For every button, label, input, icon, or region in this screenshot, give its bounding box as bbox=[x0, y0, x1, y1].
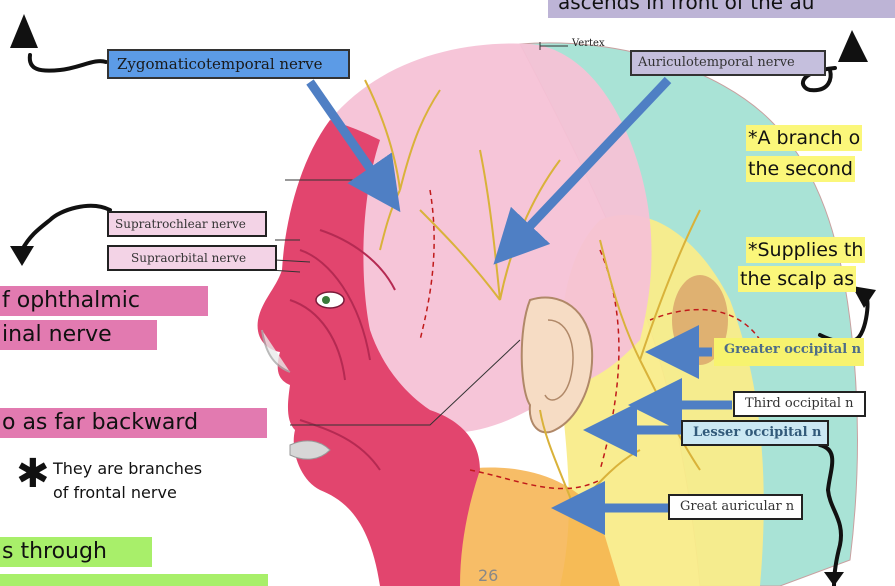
ophthalmic-note-line-1: f ophthalmic bbox=[0, 286, 208, 316]
curved-arrow-icon bbox=[30, 55, 106, 71]
vertex-label: Vertex bbox=[572, 38, 605, 49]
greater-occipital-label: Greater occipital n bbox=[714, 338, 864, 366]
top-banner-note: ascends in front of the au bbox=[548, 0, 895, 18]
great-auricular-label: Great auricular n bbox=[668, 494, 803, 520]
through-note: s through bbox=[0, 537, 152, 567]
green-highlight-strip bbox=[0, 574, 268, 586]
branch-note-line-1: *A branch o bbox=[746, 125, 862, 151]
lesser-occipital-label: Lesser occipital n bbox=[681, 420, 829, 446]
frontal-note-line-2: of frontal nerve bbox=[53, 482, 177, 504]
supratrochlear-label: Supratrochlear nerve bbox=[107, 211, 267, 237]
backward-note: o as far backward bbox=[0, 408, 267, 438]
frontal-note-line-1: They are branches bbox=[53, 458, 202, 480]
auriculotemporal-label: Auriculotemporal nerve bbox=[630, 50, 826, 76]
supplies-note-line-2: the scalp as bbox=[738, 266, 856, 292]
branch-note-line-2: the second bbox=[746, 156, 855, 182]
ophthalmic-note-line-2: inal nerve bbox=[0, 320, 157, 350]
page-number: 26 bbox=[478, 566, 498, 585]
arrow-head bbox=[10, 14, 38, 48]
supplies-note-line-1: *Supplies th bbox=[746, 237, 865, 263]
zygomaticotemporal-label: Zygomaticotemporal nerve bbox=[107, 49, 350, 79]
asterisk-icon: ✱ bbox=[16, 454, 50, 494]
third-occipital-label: Third occipital n bbox=[733, 391, 866, 417]
supraorbital-label: Supraorbital nerve bbox=[107, 245, 277, 271]
